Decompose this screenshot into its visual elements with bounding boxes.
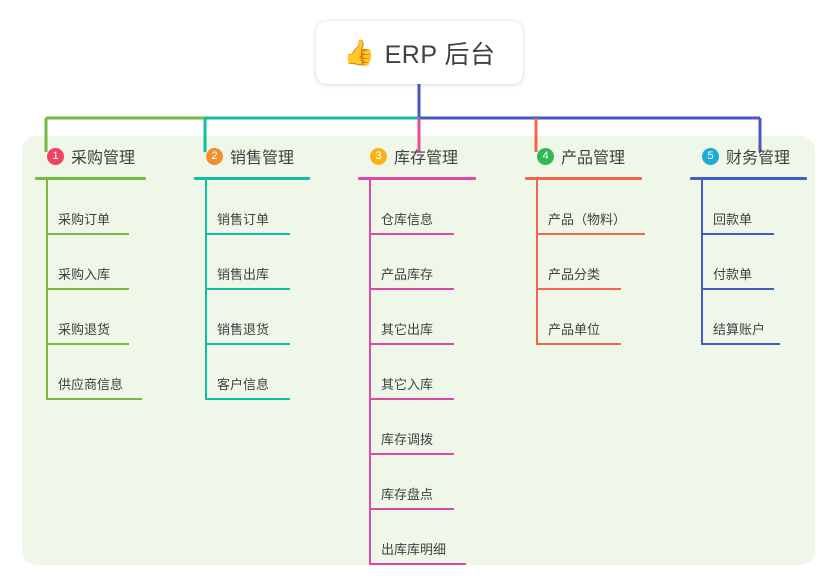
leaf-item-rule xyxy=(46,398,142,400)
column-title: 采购管理 xyxy=(71,150,136,167)
leaf-item-label: 产品分类 xyxy=(548,267,601,282)
column-财务管理: 5 财务管理回款单付款单结算账户 xyxy=(690,145,807,345)
leaf-item[interactable]: 产品（物料） xyxy=(525,180,662,235)
leaf-item-rule xyxy=(369,288,454,290)
column-stem-line xyxy=(536,180,538,345)
column-header-rule xyxy=(690,177,807,180)
leaf-item-rule xyxy=(205,288,290,290)
leaf-item[interactable]: 供应商信息 xyxy=(35,345,166,400)
leaf-item[interactable]: 采购入库 xyxy=(35,235,166,290)
column-stem-line xyxy=(369,180,371,565)
leaf-item-rule xyxy=(205,398,290,400)
column-采购管理: 1 采购管理采购订单采购入库采购退货供应商信息 xyxy=(35,145,146,400)
leaf-item[interactable]: 付款单 xyxy=(690,235,827,290)
leaf-item[interactable]: 出库库明细 xyxy=(358,510,496,565)
leaf-item-rule xyxy=(205,343,290,345)
leaf-item[interactable]: 库存盘点 xyxy=(358,455,496,510)
leaf-item-label: 采购退货 xyxy=(58,322,111,337)
leaf-item[interactable]: 回款单 xyxy=(690,180,827,235)
leaf-item-label: 产品单位 xyxy=(548,322,601,337)
column-header-rule xyxy=(525,177,642,180)
column-index-badge: 4 xyxy=(537,147,554,165)
leaf-item[interactable]: 仓库信息 xyxy=(358,180,496,235)
leaf-item[interactable]: 产品单位 xyxy=(525,290,662,345)
leaf-item-rule xyxy=(369,343,454,345)
column-库存管理: 3 库存管理仓库信息产品库存其它出库其它入库库存调拨库存盘点出库库明细 xyxy=(358,145,476,565)
column-header-rule xyxy=(358,177,476,180)
leaf-item-rule xyxy=(701,233,774,235)
leaf-item-rule xyxy=(205,233,290,235)
column-header-4[interactable]: 4 产品管理 xyxy=(525,145,625,167)
leaf-item[interactable]: 采购订单 xyxy=(35,180,166,235)
leaf-item[interactable]: 其它入库 xyxy=(358,345,496,400)
column-title: 财务管理 xyxy=(726,150,791,167)
leaf-item-rule xyxy=(536,343,621,345)
column-header-1[interactable]: 1 采购管理 xyxy=(35,145,135,167)
leaf-item-label: 仓库信息 xyxy=(381,212,434,227)
column-header-rule xyxy=(194,177,310,180)
leaf-item-label: 库存调拨 xyxy=(381,432,434,447)
leaf-item[interactable]: 销售退货 xyxy=(194,290,330,345)
leaf-item-rule xyxy=(701,288,774,290)
leaf-item-label: 供应商信息 xyxy=(58,377,124,392)
leaf-item[interactable]: 其它出库 xyxy=(358,290,496,345)
column-stem-line xyxy=(205,180,207,400)
leaf-item-rule xyxy=(369,233,454,235)
leaf-item-label: 结算账户 xyxy=(713,322,766,337)
leaf-item-rule xyxy=(369,563,466,565)
column-header-2[interactable]: 2 销售管理 xyxy=(194,145,294,167)
content-panel xyxy=(22,136,815,565)
column-index-badge: 2 xyxy=(206,147,223,165)
leaf-item[interactable]: 销售订单 xyxy=(194,180,330,235)
leaf-item-rule xyxy=(369,508,454,510)
leaf-item-label: 产品库存 xyxy=(381,267,434,282)
leaf-item-label: 销售订单 xyxy=(217,212,270,227)
leaf-item-rule xyxy=(46,288,129,290)
column-index-badge: 3 xyxy=(370,147,387,165)
leaf-item-rule xyxy=(46,343,129,345)
leaf-item-rule xyxy=(369,453,454,455)
root-node-erp-backend[interactable]: 👍 ERP 后台 xyxy=(316,21,523,84)
root-node-title: ERP 后台 xyxy=(384,40,496,69)
column-index-badge: 5 xyxy=(702,147,719,165)
leaf-item[interactable]: 销售出库 xyxy=(194,235,330,290)
leaf-item-label: 采购订单 xyxy=(58,212,111,227)
column-title: 产品管理 xyxy=(561,150,626,167)
leaf-item[interactable]: 产品分类 xyxy=(525,235,662,290)
leaf-item-rule xyxy=(701,343,780,345)
leaf-item[interactable]: 客户信息 xyxy=(194,345,330,400)
leaf-item-label: 采购入库 xyxy=(58,267,111,282)
column-header-5[interactable]: 5 财务管理 xyxy=(690,145,790,167)
leaf-item-label: 销售退货 xyxy=(217,322,270,337)
leaf-item-label: 销售出库 xyxy=(217,267,270,282)
column-产品管理: 4 产品管理产品（物料） 产品分类产品单位 xyxy=(525,145,645,345)
leaf-item-label: 其它入库 xyxy=(381,377,434,392)
leaf-item[interactable]: 产品库存 xyxy=(358,235,496,290)
column-title: 销售管理 xyxy=(230,150,295,167)
column-stem-line xyxy=(46,180,48,400)
column-index-badge: 1 xyxy=(47,147,64,165)
leaf-item-rule xyxy=(46,233,129,235)
column-销售管理: 2 销售管理销售订单销售出库销售退货客户信息 xyxy=(194,145,310,400)
column-stem-line xyxy=(701,180,703,345)
leaf-item[interactable]: 结算账户 xyxy=(690,290,827,345)
leaf-item-label: 库存盘点 xyxy=(381,487,434,502)
column-title: 库存管理 xyxy=(394,150,459,167)
leaf-item-label: 产品（物料） xyxy=(548,212,627,227)
leaf-item-label: 其它出库 xyxy=(381,322,434,337)
leaf-item-label: 出库库明细 xyxy=(381,542,447,557)
column-header-rule xyxy=(35,177,146,180)
leaf-item-rule xyxy=(536,288,621,290)
leaf-item-rule xyxy=(536,233,645,235)
leaf-item-label: 回款单 xyxy=(713,212,753,227)
leaf-item[interactable]: 库存调拨 xyxy=(358,400,496,455)
leaf-item[interactable]: 采购退货 xyxy=(35,290,166,345)
leaf-item-rule xyxy=(369,398,454,400)
leaf-item-label: 付款单 xyxy=(713,267,753,282)
thumbs-up-icon: 👍 xyxy=(343,38,375,67)
column-header-3[interactable]: 3 库存管理 xyxy=(358,145,458,167)
leaf-item-label: 客户信息 xyxy=(217,377,270,392)
